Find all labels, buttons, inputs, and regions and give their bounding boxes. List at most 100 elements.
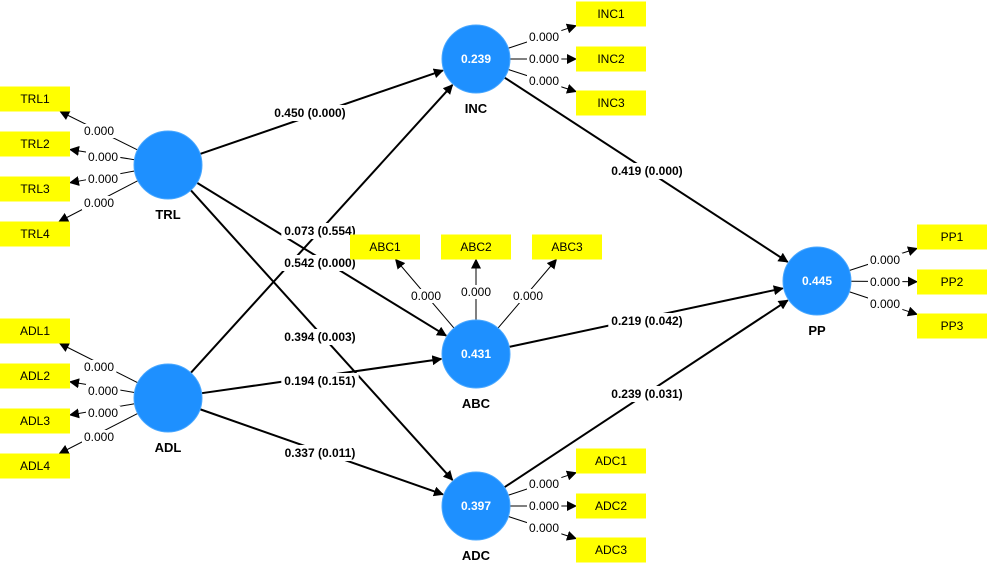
loading-pvalue-label: 0.000 [529, 52, 559, 66]
loading-label-background [526, 30, 562, 44]
latent-variable-pp[interactable]: 0.445 [782, 246, 852, 316]
loading-label-background [526, 74, 562, 88]
indicator-box [0, 453, 70, 479]
r-squared-value: 0.445 [802, 274, 832, 288]
indicator-pp2[interactable]: PP2 [917, 269, 987, 295]
indicator-adl4[interactable]: ADL4 [0, 453, 70, 479]
loading-label-background [81, 430, 117, 444]
loading-label-background [85, 172, 121, 186]
indicator-label: TRL4 [20, 227, 50, 241]
indicator-box [917, 313, 987, 339]
loading-label-background [81, 360, 117, 374]
path-label-background [281, 373, 359, 389]
latent-circle [133, 130, 203, 200]
loading-pvalue-label: 0.000 [84, 360, 114, 374]
indicator-adl2[interactable]: ADL2 [0, 363, 70, 389]
latent-variable-inc[interactable]: 0.239 [441, 24, 511, 94]
indicator-box [0, 131, 70, 157]
indicator-inc3[interactable]: INC3 [576, 90, 646, 116]
indicator-box [576, 448, 646, 474]
latent-circle [133, 363, 203, 433]
loading-label-background [526, 52, 562, 66]
indicator-abc3[interactable]: ABC3 [532, 234, 602, 260]
path-coefficient-label: 0.450 (0.000) [274, 106, 345, 120]
indicator-label: ADC3 [595, 543, 627, 557]
indicator-trl3[interactable]: TRL3 [0, 176, 70, 202]
indicator-box [917, 224, 987, 250]
loading-pvalue-label: 0.000 [529, 477, 559, 491]
indicator-label: ABC1 [369, 240, 401, 254]
indicator-box [441, 234, 511, 260]
indicator-adl3[interactable]: ADL3 [0, 408, 70, 434]
indicator-label: INC1 [597, 7, 625, 21]
path-label-background [608, 163, 686, 179]
indicator-pp3[interactable]: PP3 [917, 313, 987, 339]
path-coefficient-label: 0.239 (0.031) [611, 387, 682, 401]
latent-variable-adl[interactable] [133, 363, 203, 433]
indicator-box [0, 86, 70, 112]
indicator-box [0, 221, 70, 247]
path-coefficient-label: 0.337 (0.011) [285, 446, 356, 460]
loading-label-background [85, 150, 121, 164]
loading-pvalue-label: 0.000 [870, 297, 900, 311]
indicator-adc1[interactable]: ADC1 [576, 448, 646, 474]
path-coefficient-label: 0.073 (0.554) [284, 224, 355, 238]
indicator-abc2[interactable]: ABC2 [441, 234, 511, 260]
latent-circle [441, 319, 511, 389]
path-coefficient-label: 0.194 (0.151) [284, 374, 355, 388]
indicator-box [0, 176, 70, 202]
indicator-box [532, 234, 602, 260]
loading-pvalue-label: 0.000 [411, 289, 441, 303]
r-squared-value: 0.397 [461, 499, 491, 513]
loading-label-background [867, 297, 903, 311]
indicator-label: PP2 [941, 275, 964, 289]
indicator-trl1[interactable]: TRL1 [0, 86, 70, 112]
latent-variable-trl[interactable] [133, 130, 203, 200]
latent-variable-adc[interactable]: 0.397 [441, 471, 511, 541]
indicator-pp1[interactable]: PP1 [917, 224, 987, 250]
indicator-box [576, 46, 646, 72]
path-coefficient-label: 0.219 (0.042) [611, 314, 682, 328]
loading-label-background [526, 521, 562, 535]
loading-pvalue-label: 0.000 [84, 196, 114, 210]
indicator-box [0, 363, 70, 389]
indicator-box [576, 537, 646, 563]
latent-variable-name: PP [808, 323, 826, 338]
latent-variable-abc[interactable]: 0.431 [441, 319, 511, 389]
indicator-adc3[interactable]: ADC3 [576, 537, 646, 563]
indicator-label: INC3 [597, 96, 625, 110]
indicator-trl4[interactable]: TRL4 [0, 221, 70, 247]
indicator-adl1[interactable]: ADL1 [0, 318, 70, 344]
indicator-label: ADL3 [20, 414, 50, 428]
indicator-abc1[interactable]: ABC1 [350, 234, 420, 260]
latent-circle [441, 471, 511, 541]
loading-label-background [408, 289, 444, 303]
indicator-inc2[interactable]: INC2 [576, 46, 646, 72]
latent-variable-name: ABC [462, 396, 491, 411]
indicator-label: TRL2 [20, 137, 50, 151]
indicator-box [576, 1, 646, 27]
path-label-background [281, 329, 359, 345]
indicator-label: ABC3 [551, 240, 583, 254]
indicator-adc2[interactable]: ADC2 [576, 493, 646, 519]
path-label-background [281, 255, 359, 271]
loading-label-background [510, 289, 546, 303]
indicator-label: ADL4 [20, 459, 50, 473]
latent-circle [782, 246, 852, 316]
indicator-label: ADC2 [595, 499, 627, 513]
indicator-label: ADL1 [20, 324, 50, 338]
indicator-inc1[interactable]: INC1 [576, 1, 646, 27]
path-coefficient-label: 0.542 (0.000) [284, 256, 355, 270]
latent-variable-name: ADC [462, 548, 491, 563]
indicator-label: ABC2 [460, 240, 492, 254]
indicator-trl2[interactable]: TRL2 [0, 131, 70, 157]
loading-pvalue-label: 0.000 [88, 150, 118, 164]
loading-pvalue-label: 0.000 [88, 384, 118, 398]
path-coefficient-label: 0.419 (0.000) [611, 164, 682, 178]
loading-pvalue-label: 0.000 [88, 172, 118, 186]
indicator-label: ADC1 [595, 454, 627, 468]
indicator-box [350, 234, 420, 260]
loading-label-background [81, 124, 117, 138]
loading-label-background [85, 406, 121, 420]
